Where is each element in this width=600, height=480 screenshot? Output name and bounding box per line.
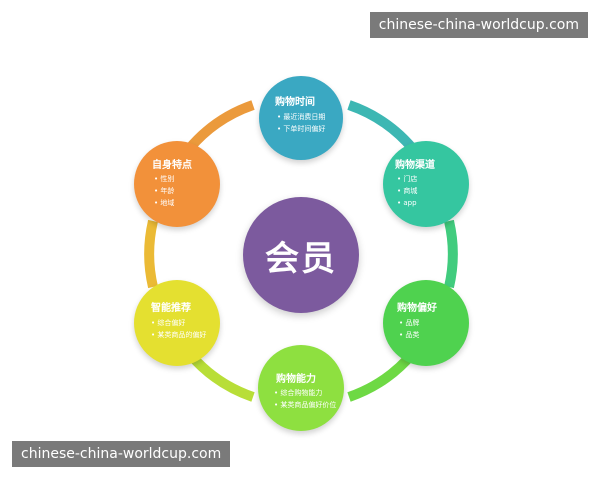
watermark-top: chinese-china-worldcup.com bbox=[369, 12, 588, 38]
node-shopping-ability: 购物能力 综合购物能力 某类商品偏好价位 bbox=[258, 345, 344, 431]
node-items: 门店 商城 app bbox=[397, 173, 417, 209]
node-item: 品牌 bbox=[399, 317, 419, 329]
ring-arc-1 bbox=[347, 100, 417, 153]
node-items: 最近消费日期 下单时间偏好 bbox=[277, 111, 325, 135]
node-title: 自身特点 bbox=[152, 160, 192, 171]
node-title: 购物渠道 bbox=[395, 160, 435, 171]
node-smart-recommend: 智能推荐 综合偏好 某类商品的偏好 bbox=[134, 280, 220, 366]
node-items: 性别 年龄 地域 bbox=[154, 173, 174, 209]
node-title: 购物时间 bbox=[275, 97, 315, 108]
ring-arc-2 bbox=[444, 219, 458, 289]
node-item: app bbox=[397, 197, 417, 209]
center-member-node: 会员 bbox=[243, 197, 359, 313]
node-item: 门店 bbox=[397, 173, 417, 185]
node-item: 综合偏好 bbox=[151, 317, 206, 329]
node-item: 某类商品的偏好 bbox=[151, 329, 206, 341]
node-item: 地域 bbox=[154, 197, 174, 209]
node-shopping-preference: 购物偏好 品牌 品类 bbox=[383, 280, 469, 366]
node-item: 年龄 bbox=[154, 185, 174, 197]
node-title: 购物能力 bbox=[276, 374, 316, 385]
node-item: 某类商品偏好价位 bbox=[274, 399, 336, 411]
ring-arc-6 bbox=[185, 100, 255, 153]
node-item: 性别 bbox=[154, 173, 174, 185]
ring-arc-5 bbox=[144, 219, 158, 289]
node-self-traits: 自身特点 性别 年龄 地域 bbox=[134, 141, 220, 227]
node-item: 下单时间偏好 bbox=[277, 123, 325, 135]
node-item: 最近消费日期 bbox=[277, 111, 325, 123]
node-items: 综合购物能力 某类商品偏好价位 bbox=[274, 387, 336, 411]
node-item: 商城 bbox=[397, 185, 417, 197]
watermark-bottom: chinese-china-worldcup.com bbox=[12, 441, 231, 467]
node-title: 智能推荐 bbox=[151, 303, 191, 314]
node-title: 购物偏好 bbox=[397, 303, 437, 314]
node-shopping-channel: 购物渠道 门店 商城 app bbox=[383, 141, 469, 227]
node-shopping-time: 购物时间 最近消费日期 下单时间偏好 bbox=[259, 76, 343, 160]
node-item: 品类 bbox=[399, 329, 419, 341]
node-items: 品牌 品类 bbox=[399, 317, 419, 341]
node-items: 综合偏好 某类商品的偏好 bbox=[151, 317, 206, 341]
node-item: 综合购物能力 bbox=[274, 387, 336, 399]
